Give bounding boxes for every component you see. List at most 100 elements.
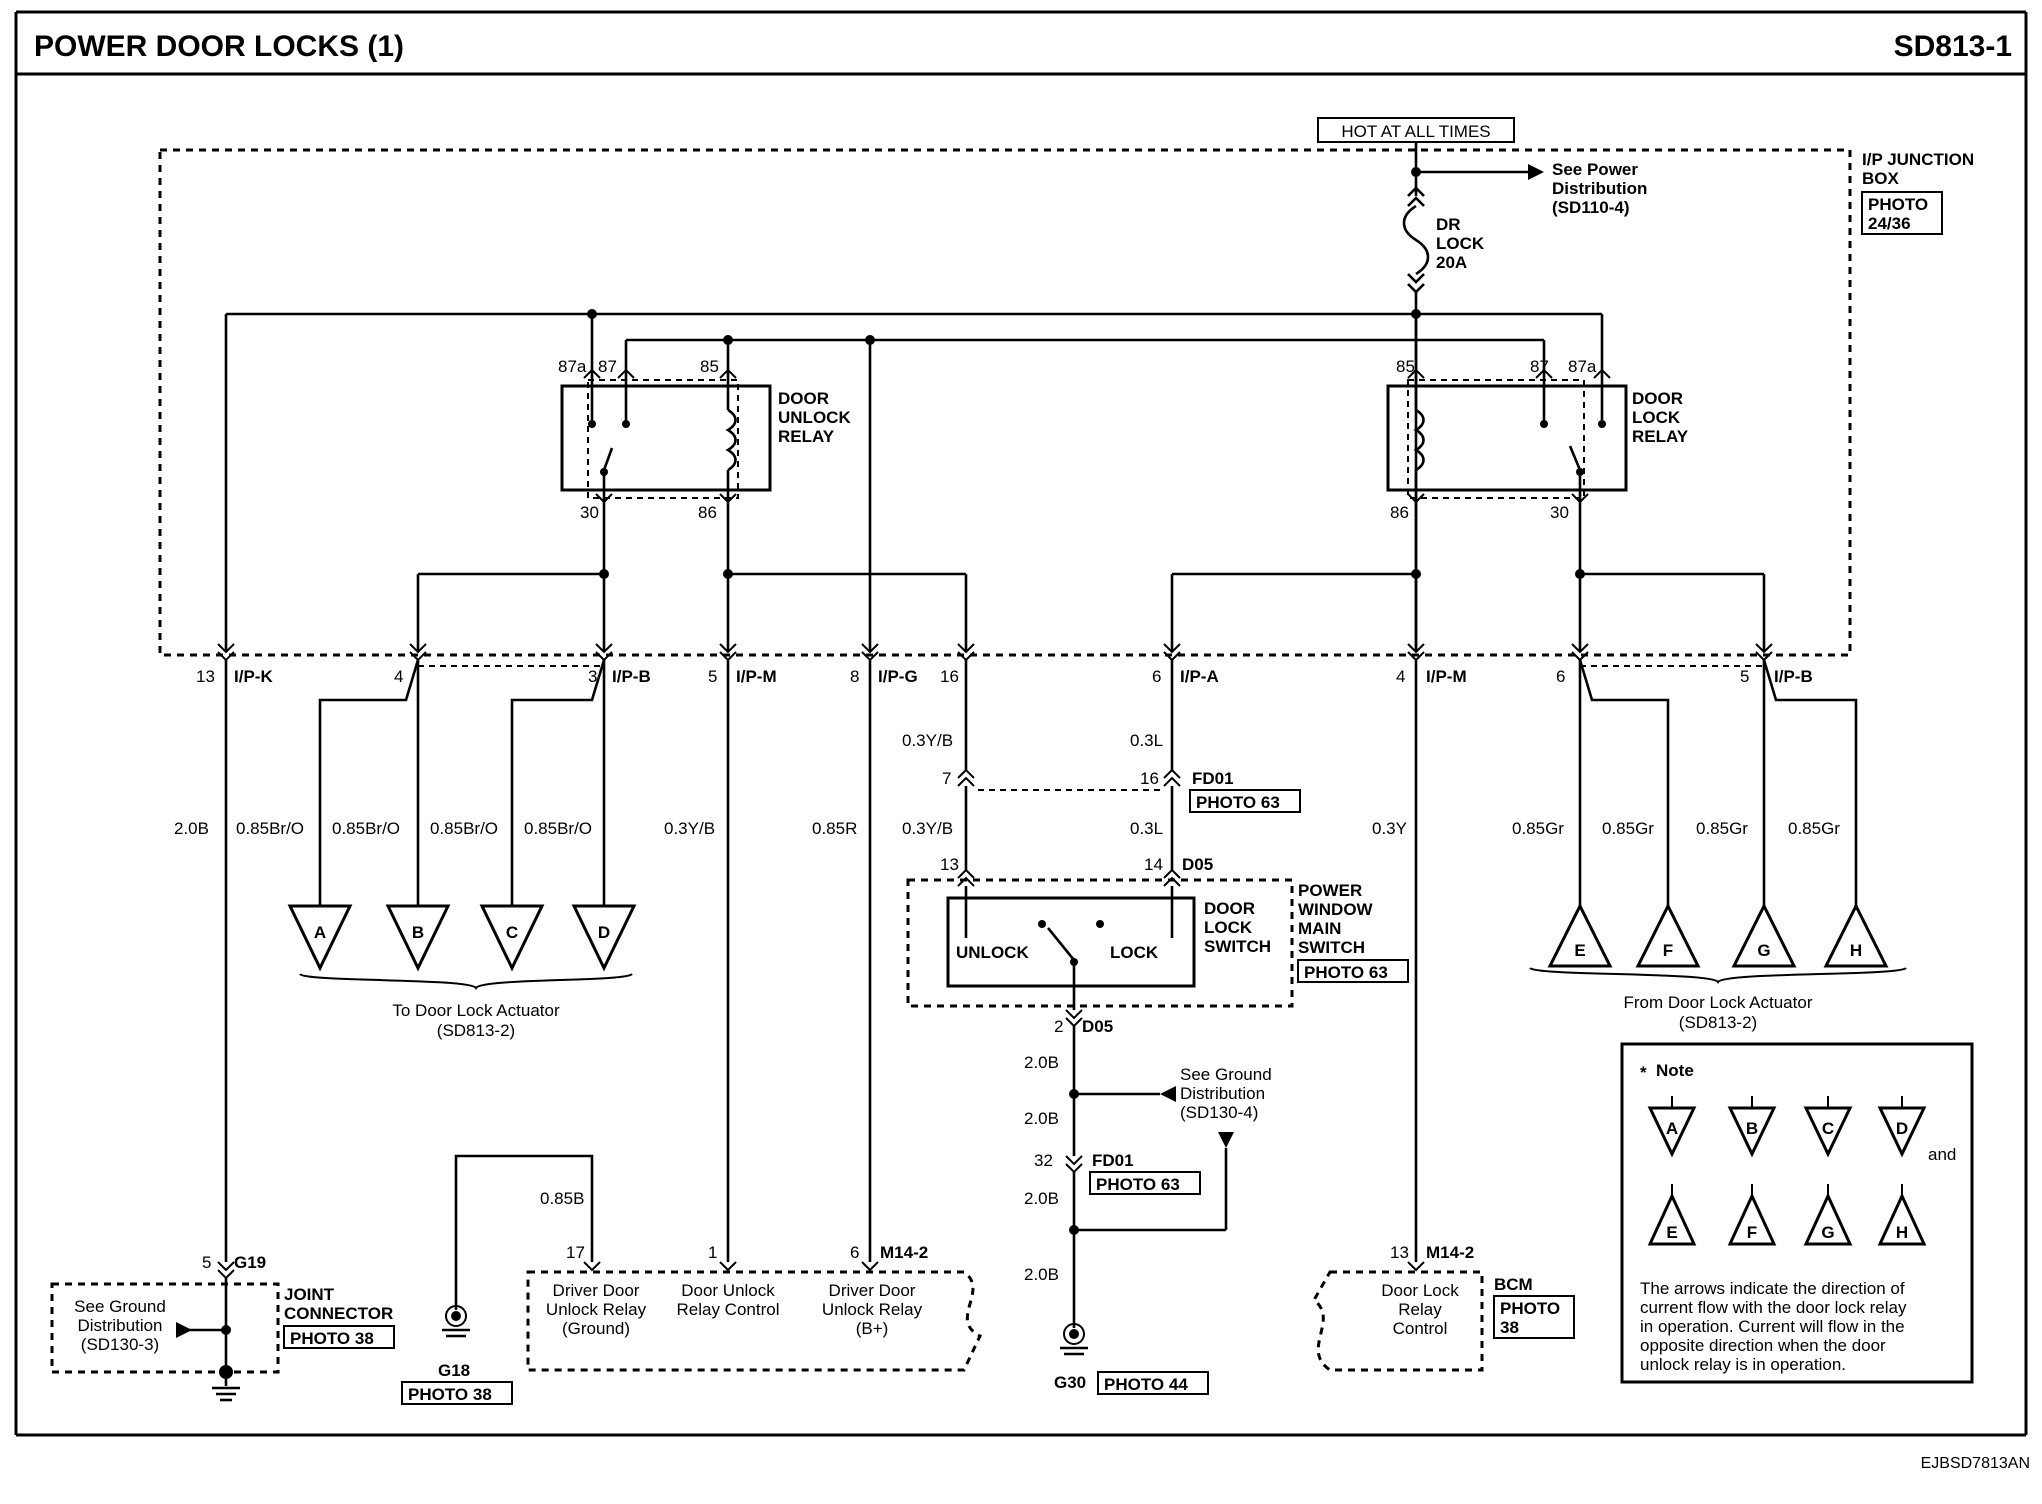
control-wires: 0.3Y/B 0.85R 0.3Y [224, 660, 1418, 1262]
svg-text:See Power: See Power [1552, 160, 1638, 179]
svg-text:16: 16 [940, 667, 959, 686]
svg-text:6: 6 [850, 1243, 859, 1262]
switch-ground-path: 2 D05 See Ground Distribution (SD130-4) … [1024, 1009, 1272, 1395]
svg-text:Distribution: Distribution [77, 1316, 162, 1335]
bus-wires [224, 309, 1604, 652]
svg-text:G: G [1821, 1223, 1834, 1242]
svg-text:(SD110-4): (SD110-4) [1552, 198, 1629, 217]
actuator-b-icon [385, 904, 451, 972]
svg-text:(Ground): (Ground) [562, 1319, 630, 1338]
svg-text:17: 17 [566, 1243, 585, 1262]
bcm-module: 13 M14-2 BCM PHOTO 38 Door Lock Relay Co… [1312, 1243, 1575, 1372]
svg-text:and: and [1928, 1145, 1956, 1164]
connector-row: 13 I/P-K 4 3 I/P-B 5 I/P-M 8 I/P-G 16 6 … [196, 643, 1813, 686]
svg-text:0.3L: 0.3L [1130, 819, 1163, 838]
svg-text:I/P-G: I/P-G [878, 667, 918, 686]
svg-text:PHOTO 38: PHOTO 38 [408, 1385, 492, 1404]
svg-text:85: 85 [700, 357, 719, 376]
svg-text:I/P-B: I/P-B [612, 667, 651, 686]
svg-text:I/P JUNCTION: I/P JUNCTION [1862, 150, 1974, 169]
svg-text:I/P-K: I/P-K [234, 667, 273, 686]
page-title: POWER DOOR LOCKS (1) [34, 30, 404, 63]
svg-text:HOT AT ALL TIMES: HOT AT ALL TIMES [1341, 122, 1490, 141]
svg-text:0.85Br/O: 0.85Br/O [430, 819, 498, 838]
actuator-up-row: E F G H From Door Lock Actuator (SD813-2… [1529, 902, 1907, 1032]
svg-text:PHOTO: PHOTO [1868, 195, 1928, 214]
svg-text:(SD813-2): (SD813-2) [1679, 1013, 1757, 1032]
svg-text:H: H [1896, 1223, 1908, 1242]
svg-text:16: 16 [1140, 769, 1159, 788]
svg-text:G19: G19 [234, 1253, 266, 1272]
svg-text:0.3Y/B: 0.3Y/B [902, 819, 953, 838]
svg-text:See Ground: See Ground [1180, 1065, 1272, 1084]
svg-text:0.85Gr: 0.85Gr [1788, 819, 1840, 838]
svg-text:24/36: 24/36 [1868, 214, 1911, 233]
svg-text:H: H [1850, 941, 1862, 960]
svg-text:0.85R: 0.85R [812, 819, 857, 838]
svg-text:JOINT: JOINT [284, 1285, 335, 1304]
svg-text:87: 87 [598, 357, 617, 376]
svg-text:I/P-A: I/P-A [1180, 667, 1219, 686]
svg-text:(SD130-3): (SD130-3) [81, 1335, 159, 1354]
svg-text:LOCK: LOCK [1436, 234, 1485, 253]
g18-ground: 0.85B G18 PHOTO 38 [401, 1154, 594, 1405]
svg-text:FD01: FD01 [1092, 1151, 1134, 1170]
svg-text:0.3Y/B: 0.3Y/B [902, 731, 953, 750]
svg-text:Driver Door: Driver Door [553, 1281, 640, 1300]
svg-text:G18: G18 [438, 1361, 470, 1380]
svg-text:C: C [506, 923, 518, 942]
svg-text:14: 14 [1144, 855, 1163, 874]
svg-text:WINDOW: WINDOW [1298, 900, 1374, 919]
svg-text:E: E [1666, 1223, 1677, 1242]
svg-text:2.0B: 2.0B [1024, 1053, 1059, 1072]
svg-text:BCM: BCM [1494, 1275, 1533, 1294]
svg-text:6: 6 [1556, 667, 1565, 686]
svg-text:PHOTO 38: PHOTO 38 [290, 1329, 374, 1348]
svg-text:Door Unlock: Door Unlock [681, 1281, 775, 1300]
svg-text:5: 5 [708, 667, 717, 686]
svg-text:Unlock Relay: Unlock Relay [546, 1300, 647, 1319]
svg-text:2.0B: 2.0B [1024, 1109, 1059, 1128]
svg-text:M14-2: M14-2 [880, 1243, 928, 1262]
svg-text:86: 86 [1390, 503, 1409, 522]
svg-text:LOCK: LOCK [1632, 408, 1681, 427]
actuator-c-icon [479, 904, 545, 972]
actuator-e-icon [1547, 902, 1613, 968]
svg-text:UNLOCK: UNLOCK [778, 408, 851, 427]
svg-text:B: B [1746, 1119, 1758, 1138]
svg-text:Control: Control [1393, 1319, 1448, 1338]
svg-text:From Door Lock Actuator: From Door Lock Actuator [1624, 993, 1813, 1012]
actuator-g-icon [1731, 902, 1797, 968]
svg-text:30: 30 [1550, 503, 1569, 522]
svg-text:4: 4 [394, 667, 403, 686]
svg-text:unlock relay is in operation.: unlock relay is in operation. [1640, 1355, 1846, 1374]
svg-text:G: G [1757, 941, 1770, 960]
svg-text:PHOTO 63: PHOTO 63 [1196, 793, 1280, 812]
svg-text:See Ground: See Ground [74, 1297, 166, 1316]
svg-text:D: D [1896, 1119, 1908, 1138]
svg-text:0.85Br/O: 0.85Br/O [332, 819, 400, 838]
junction-box-outline [158, 148, 1852, 657]
svg-text:5: 5 [202, 1253, 211, 1272]
svg-text:I/P-M: I/P-M [736, 667, 777, 686]
svg-text:4: 4 [1396, 667, 1405, 686]
note-title: Note [1656, 1061, 1694, 1080]
svg-text:5: 5 [1740, 667, 1749, 686]
svg-text:0.85Br/O: 0.85Br/O [524, 819, 592, 838]
svg-text:Relay: Relay [1398, 1300, 1442, 1319]
svg-text:30: 30 [580, 503, 599, 522]
svg-text:32: 32 [1034, 1151, 1053, 1170]
actuator-wires-left: 2.0B 0.85Br/O 0.85Br/O 0.85Br/O 0.85Br/O [174, 659, 606, 906]
svg-text:POWER: POWER [1298, 881, 1362, 900]
svg-text:0.85B: 0.85B [540, 1189, 584, 1208]
svg-text:D05: D05 [1082, 1017, 1113, 1036]
actuator-a-icon [287, 904, 353, 972]
svg-text:current flow with the door loc: current flow with the door lock relay [1640, 1298, 1907, 1317]
svg-text:0.3L: 0.3L [1130, 731, 1163, 750]
power-source: HOT AT ALL TIMES See Power Distribution … [1317, 117, 1647, 217]
svg-text:8: 8 [850, 667, 859, 686]
svg-text:87a: 87a [1568, 357, 1597, 376]
svg-text:SWITCH: SWITCH [1204, 937, 1271, 956]
svg-text:CONNECTOR: CONNECTOR [284, 1304, 393, 1323]
